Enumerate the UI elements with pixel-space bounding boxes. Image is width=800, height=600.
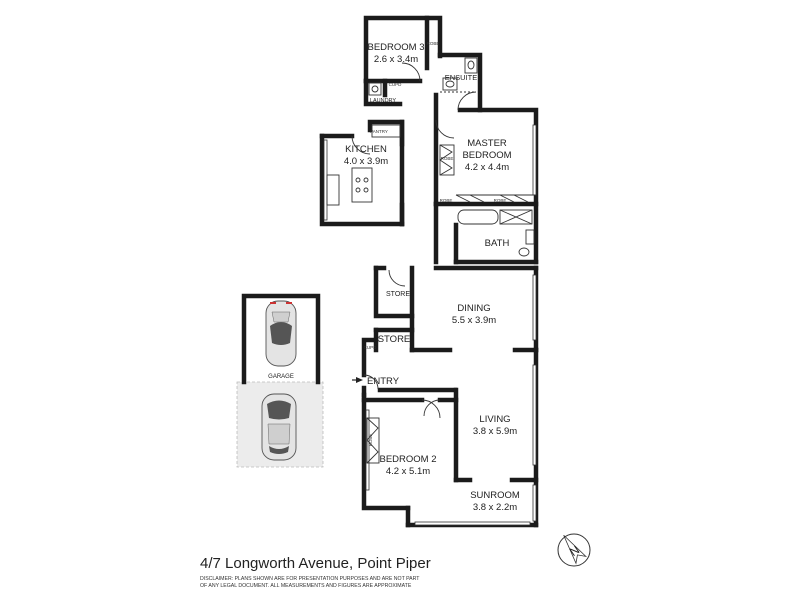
fixtures [326,57,536,464]
robe-label: ROBE [494,198,507,203]
cupd-label: CUPD [389,82,403,87]
robe-label: ROBE [368,434,373,447]
robe-label: ROBE [440,198,453,203]
garage-label: GARAGE [268,374,294,380]
dining-dims: 5.5 x 3.9m [452,315,496,326]
car-icon [265,300,297,367]
master-bedroom-label-2: BEDROOM [462,150,511,161]
bedroom-3-dims: 2.6 x 3.4m [374,54,418,65]
master-bedroom-dims: 4.2 x 4.4m [465,162,509,173]
compass-icon: N [557,533,591,567]
sunroom-label: SUNROOM [470,490,520,501]
robe-label: ROBE [427,41,440,46]
living-dims: 3.8 x 5.9m [473,426,517,437]
ensuite-label: ENSUITE [445,73,478,82]
bedroom-3-label: BEDROOM 3 [367,42,424,53]
disclaimer-line-2: OF ANY LEGAL DOCUMENT. ALL MEASUREMENTS … [200,583,412,589]
store-label: STORE [386,291,410,298]
sunroom-dims: 3.8 x 2.2m [473,502,517,513]
kitchen-label: KITCHEN [345,144,387,155]
cupd-label: CUPD [364,345,378,350]
robe-label: ROBE [441,156,454,161]
bedroom-2-dims: 4.2 x 5.1m [386,466,430,477]
car-icon [261,393,297,461]
garage-area [236,293,324,468]
disclaimer-line-1: DISCLAIMER: PLANS SHOWN ARE FOR PRESENTA… [200,576,420,582]
disclaimer: DISCLAIMER: PLANS SHOWN ARE FOR PRESENTA… [200,576,540,590]
property-address: 4/7 Longworth Avenue, Point Piper [200,555,431,572]
small-labels: ROBE CUPD PANTRY ROBE ROBE ROBE CUPD ROB… [364,41,507,446]
bedroom-2-label: BEDROOM 2 [379,454,436,465]
walls [319,15,539,528]
dining-label: DINING [457,303,490,314]
kitchen-dims: 4.0 x 3.9m [344,156,388,167]
entry-label: ENTRY [367,376,400,387]
room-labels: BEDROOM 3 2.6 x 3.4m ENSUITE LAUNDRY KIT… [268,42,520,513]
pantry-label: PANTRY [370,129,388,134]
master-bedroom-label: MASTER [467,138,507,149]
living-label: LIVING [479,414,510,425]
windows [323,124,537,526]
laundry-label: LAUNDRY [370,98,397,104]
bath-label: BATH [485,238,510,249]
store-label-2: STORE [378,334,411,345]
